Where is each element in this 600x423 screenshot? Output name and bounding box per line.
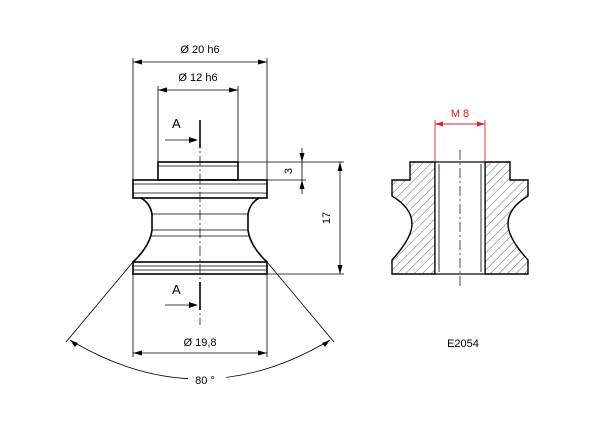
spigot-outline [157,161,239,181]
groove-profile [132,197,268,263]
dimension-bottom-diameter: Ø 19,8 [132,274,268,357]
top-diameter-label: Ø 12 h6 [178,72,217,84]
dimension-height: 17 [267,161,344,275]
dimension-angle: 80 ° [65,261,335,388]
section-view [391,150,529,288]
height-label: 17 [321,212,333,224]
angle-label: 80 ° [195,375,215,387]
step-label: 3 [283,168,295,174]
outer-diameter-label: Ø 20 h6 [180,44,219,56]
section-right-half [484,161,529,275]
dimension-top-diameter: Ø 12 h6 [157,72,239,162]
section-top-label: A [172,116,181,131]
front-view [132,120,268,325]
part-code: E2054 [447,338,479,350]
bottom-diameter-label: Ø 19,8 [183,337,216,349]
section-marker-bottom: A [165,282,201,310]
thread-label: M 8 [451,108,469,120]
section-marker-top: A [165,116,201,148]
dimension-outer-diameter: Ø 20 h6 [132,44,268,180]
section-left-half [391,161,436,275]
section-bottom-label: A [172,282,181,297]
dimension-thread: M 8 [434,108,486,162]
dimension-step: 3 [238,148,306,194]
